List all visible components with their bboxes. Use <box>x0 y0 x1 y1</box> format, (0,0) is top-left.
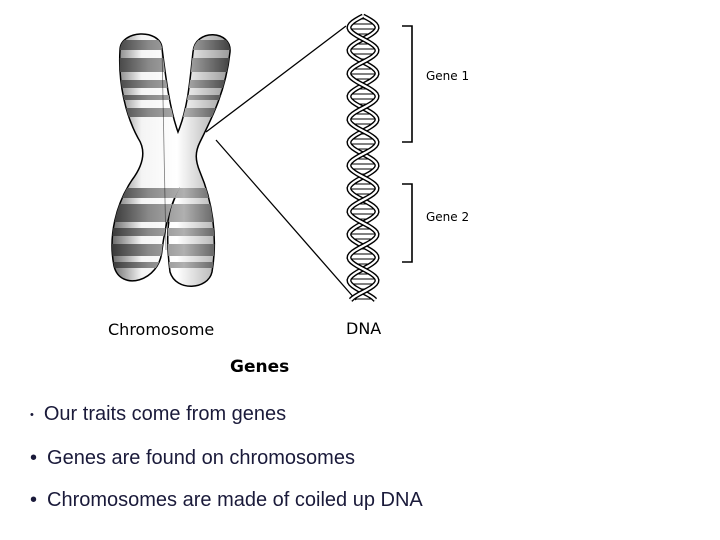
bullet-text: Our traits come from genes <box>43 403 287 425</box>
diagram-caption: Genes <box>230 357 289 377</box>
dna-label: DNA <box>346 319 381 338</box>
gene1-bracket <box>402 25 413 143</box>
gene1-label: Gene 1 <box>426 69 469 83</box>
bullet-item: • Our traits come from genes <box>30 403 286 426</box>
chromosome-label: Chromosome <box>108 320 214 339</box>
dna-strand <box>347 15 379 301</box>
gene2-bracket <box>402 183 413 263</box>
bullet-marker: • <box>30 408 34 421</box>
bullet-text: Genes are found on chromosomes <box>47 447 355 469</box>
bullet-marker: • <box>30 489 38 511</box>
bullet-marker: • <box>30 447 38 469</box>
zoom-lines <box>205 25 357 301</box>
bullet-item: • Genes are found on chromosomes <box>30 447 355 470</box>
chromosome-dna-diagram: Gene 1 Gene 2 Chromosome DNA Genes <box>108 13 469 377</box>
bullet-text: Chromosomes are made of coiled up DNA <box>47 489 423 511</box>
dna-helix <box>346 13 380 302</box>
bullet-item: • Chromosomes are made of coiled up DNA <box>30 489 423 512</box>
gene2-label: Gene 2 <box>426 210 469 224</box>
